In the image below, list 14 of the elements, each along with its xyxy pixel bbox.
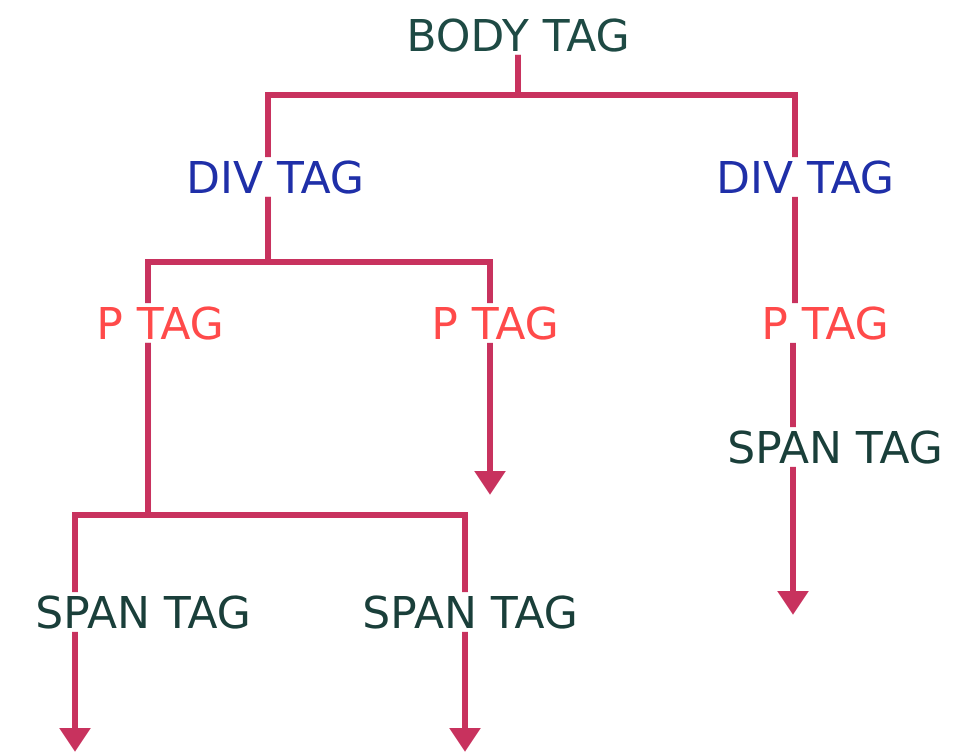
tag-label: P TAG <box>100 306 220 340</box>
tag-label: SPAN TAG <box>730 430 940 464</box>
connector-line <box>145 342 468 592</box>
tag-label: P TAG <box>436 306 556 340</box>
tag-label: BODY TAG <box>410 18 626 52</box>
tag-label: SPAN TAG <box>365 595 574 629</box>
tag-label: DIV TAG <box>720 160 890 194</box>
tag-label: P TAG <box>766 306 886 340</box>
connector-line <box>792 196 798 304</box>
connector-line <box>515 54 798 158</box>
connector-line <box>265 196 493 304</box>
connector-line <box>790 342 796 428</box>
tag-label: DIV TAG <box>190 160 360 194</box>
tag-label: SPAN TAG <box>38 595 248 629</box>
